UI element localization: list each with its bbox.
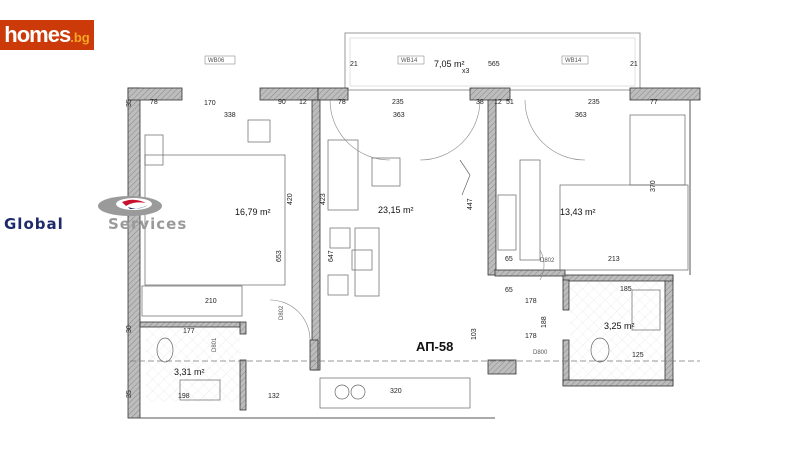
logo-main: homes bbox=[4, 22, 71, 47]
balcony-railing bbox=[349, 37, 636, 87]
dimension-label: 423 bbox=[320, 193, 327, 205]
dimension-label: 177 bbox=[183, 328, 195, 335]
bathroom-left bbox=[146, 326, 240, 402]
element-tags: WB06 WB14 WB14 D802 D801 D802 D800 bbox=[204, 55, 589, 356]
room-area-bedroom-left: 16,79 m² bbox=[235, 207, 271, 217]
dimension-label: 12 bbox=[299, 99, 307, 106]
window-tag-wb06: WB06 bbox=[208, 58, 225, 64]
dimension-label: 132 bbox=[268, 393, 280, 400]
dimension-label: 647 bbox=[328, 250, 335, 262]
dimension-label: 12 bbox=[494, 99, 502, 106]
dimension-label: 210 bbox=[205, 298, 217, 305]
company-name-part1: Global bbox=[4, 215, 64, 233]
dimension-label: 363 bbox=[393, 112, 405, 119]
dimension-label: 188 bbox=[541, 316, 548, 328]
dimension-label: 653 bbox=[276, 250, 283, 262]
bathroom-right bbox=[570, 282, 665, 380]
global-services-logo: Global Services bbox=[4, 195, 224, 235]
dimension-label: 77 bbox=[650, 99, 658, 106]
room-area-living: 23,15 m² bbox=[378, 205, 414, 215]
dimension-label: 565 bbox=[488, 61, 500, 68]
dimension-label: 178 bbox=[525, 298, 537, 305]
dimension-label: 370 bbox=[650, 180, 657, 192]
dimension-label: 90 bbox=[278, 99, 286, 106]
door-tag-d802: D802 bbox=[279, 305, 285, 320]
dimension-label: 51 bbox=[506, 99, 514, 106]
door-tag-d802-right: D802 bbox=[540, 258, 555, 264]
dimension-label: 213 bbox=[608, 256, 620, 263]
homes-bg-logo[interactable]: homes .bg bbox=[0, 20, 94, 50]
dimension-label: 235 bbox=[588, 99, 600, 106]
dimension-label: 198 bbox=[178, 393, 190, 400]
dimension-label: 35 bbox=[126, 99, 133, 107]
door-tag-d800: D800 bbox=[533, 350, 548, 356]
dimension-label: 38 bbox=[476, 99, 484, 106]
walls bbox=[127, 87, 701, 419]
dimension-label: 447 bbox=[467, 198, 474, 210]
dimension-label: 65 bbox=[505, 287, 513, 294]
balcony-multiplier: x3 bbox=[462, 68, 470, 75]
logo-suffix: .bg bbox=[70, 30, 90, 45]
global-services-emblem bbox=[98, 196, 162, 216]
apartment-label: АП-58 bbox=[416, 339, 453, 354]
dimension-label: 35 bbox=[126, 390, 133, 398]
dimension-label: 363 bbox=[575, 112, 587, 119]
door-swings bbox=[269, 99, 586, 341]
dimension-label: 125 bbox=[632, 352, 644, 359]
window-tag-wb14-left: WB14 bbox=[401, 58, 418, 64]
dimension-label: 320 bbox=[390, 388, 402, 395]
dimension-label: 78 bbox=[150, 99, 158, 106]
room-area-bath-left: 3,31 m² bbox=[174, 367, 205, 377]
dimension-label: 30 bbox=[126, 325, 133, 333]
dimension-label: 185 bbox=[620, 286, 632, 293]
dimension-label: 235 bbox=[392, 99, 404, 106]
dimension-label: 78 bbox=[338, 99, 346, 106]
dimension-label: 178 bbox=[525, 333, 537, 340]
dimension-label: 21 bbox=[630, 61, 638, 68]
room-area-bath-right: 3,25 m² bbox=[604, 321, 635, 331]
dimension-label: 170 bbox=[204, 100, 216, 107]
company-name-part2: Services bbox=[108, 215, 188, 233]
door-tag-d801: D801 bbox=[212, 337, 218, 352]
dimension-label: 103 bbox=[471, 328, 478, 340]
dimension-label: 338 bbox=[224, 112, 236, 119]
window-tag-wb14-right: WB14 bbox=[565, 58, 582, 64]
dimension-label: 21 bbox=[350, 61, 358, 68]
room-area-balcony: 7,05 m² bbox=[434, 59, 465, 69]
dimension-label: 420 bbox=[287, 193, 294, 205]
furniture bbox=[141, 114, 689, 409]
room-area-bedroom-right: 13,43 m² bbox=[560, 207, 596, 217]
dimension-label: 65 bbox=[505, 256, 513, 263]
